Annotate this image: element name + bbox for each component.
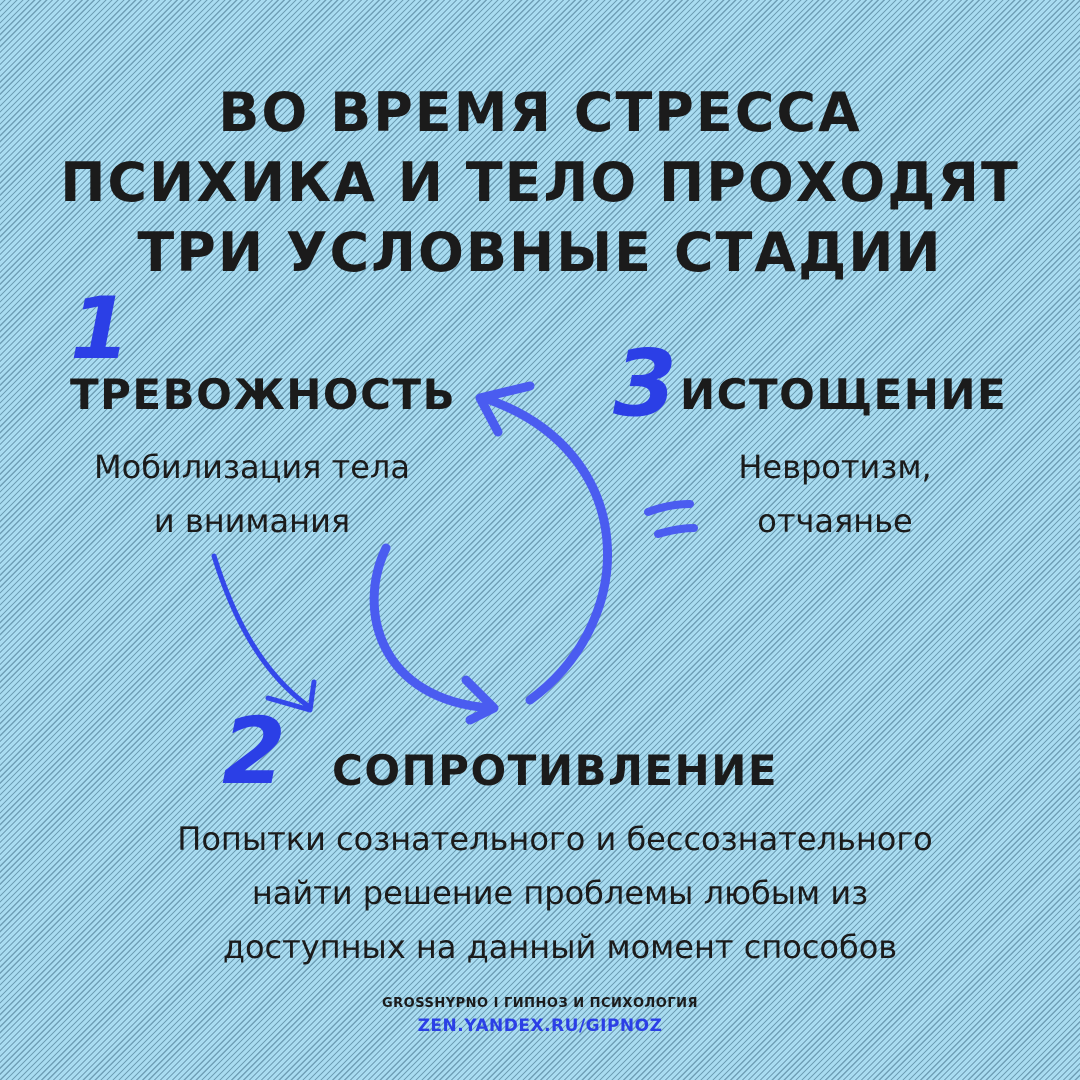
stage-2-number: 2	[222, 698, 287, 805]
stage-1-number: 1	[70, 279, 130, 379]
title-line-2: ПСИХИКА И ТЕЛО ПРОХОДЯТ	[60, 151, 1020, 214]
stage-3-title: ИСТОЩЕНИЕ	[680, 370, 1008, 419]
stage-3-description: Невротизм, отчаянье	[690, 440, 980, 548]
stage-2-desc-line-2: найти решение проблемы любым из	[251, 874, 869, 912]
stage-2-desc-line-3: доступных на данный момент способов	[222, 928, 898, 966]
cycle-arrow-up-icon	[475, 381, 612, 705]
stage-3-desc-line-2: отчаянье	[757, 502, 913, 540]
stage-3-number: 3	[613, 330, 678, 437]
stage-1-description: Мобилизация тела и внимания	[52, 440, 452, 548]
stage-1-desc-line-2: и внимания	[153, 502, 351, 540]
stage-2-desc-line-1: Попытки сознательного и бессознательного	[177, 820, 933, 858]
stage-2-description: Попытки сознательного и бессознательного…	[0, 812, 1080, 974]
equals-icon	[644, 500, 698, 538]
stage-1-desc-line-1: Мобилизация тела	[94, 448, 410, 486]
title-line-3: ТРИ УСЛОВНЫЕ СТАДИИ	[137, 221, 943, 284]
cycle-arrow-down-icon	[369, 543, 499, 725]
title-line-1: ВО ВРЕМЯ СТРЕССА	[218, 81, 862, 144]
stage-1-title: ТРЕВОЖНОСТЬ	[70, 370, 457, 419]
arrow-stage1-to-stage2-icon	[211, 553, 317, 713]
stage-3-desc-line-1: Невротизм,	[738, 448, 932, 486]
footer-url[interactable]: ZEN.YANDEX.RU/GIPNOZ	[417, 1016, 663, 1036]
footer-brand: GROSSHYPNO I ГИПНОЗ И ПСИХОЛОГИЯ	[381, 996, 699, 1011]
page-title: ВО ВРЕМЯ СТРЕССА ПСИХИКА И ТЕЛО ПРОХОДЯТ…	[0, 78, 1080, 288]
stage-2-title: СОПРОТИВЛЕНИЕ	[332, 746, 779, 795]
